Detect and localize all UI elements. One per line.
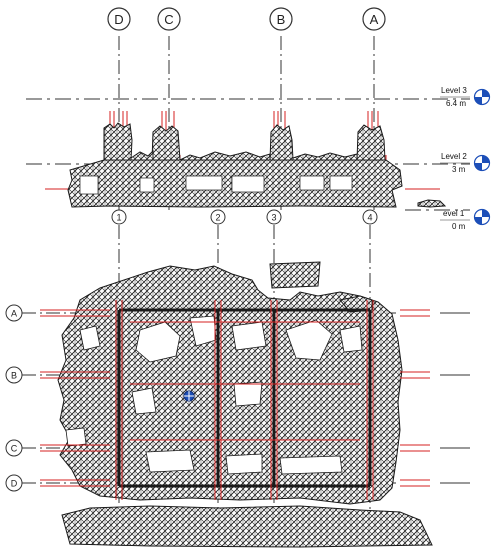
elevation-point-cloud [67,122,447,208]
plan-red-marks [40,300,430,500]
grid-bubble-icon: D [107,7,131,31]
grid-bubble-icon: 4 [362,209,378,225]
plan-column-label: 3 [271,213,276,223]
grid-bubble-icon: B [5,366,23,384]
level-elevation: 6.4 m [446,99,466,108]
elevation-grid-label: D [114,12,123,27]
level-markers: Level 3 6.4 m Level 2 3 m [440,86,491,231]
elevation-openings [79,175,353,195]
plan-row-label: A [11,309,17,319]
level-name: Level 2 [441,152,467,161]
level-elevation: 3 m [452,165,466,174]
elevation-grid-bubbles: D C B A [107,7,386,31]
grid-bubble-icon: 3 [266,209,282,225]
grid-bubble-icon: 2 [210,209,226,225]
level-elevation: 0 m [452,222,466,231]
plan-right-grid-stubs [440,312,470,484]
level-marker-icon [473,88,491,106]
plan-view: 1 2 3 4 A [5,209,470,548]
camera-marker-icon [183,390,195,402]
level-1-tag: evel 1 0 m [440,208,491,231]
level-name: evel 1 [443,209,465,218]
plan-column-bubbles: 1 2 3 4 [111,209,378,225]
elevation-view: D C B A Level 3 [26,7,491,231]
grid-bubble-icon: 1 [111,209,127,225]
grid-bubble-icon: A [362,7,386,31]
level-2-tag: Level 2 3 m [440,152,491,174]
grid-bubble-icon: D [5,474,23,492]
level-3-tag: Level 3 6.4 m [440,86,491,108]
elevation-grid-label: B [277,12,286,27]
grid-bubble-icon: C [157,7,181,31]
plan-column-label: 1 [116,213,121,223]
grid-bubble-icon: A [5,304,23,322]
grid-bubble-icon: C [5,439,23,457]
plan-column-label: 4 [367,213,372,223]
plan-row-label: C [11,444,18,454]
plan-row-label: D [11,479,18,489]
plan-row-label: B [11,371,17,381]
level-marker-icon [473,154,491,172]
elevation-grid-label: C [164,12,173,27]
grid-bubble-icon: B [269,7,293,31]
level-name: Level 3 [441,86,467,95]
elevation-grid-label: A [370,12,379,27]
plan-structure-frame [117,308,372,488]
plan-column-label: 2 [215,213,220,223]
level-marker-icon [473,208,491,226]
plan-row-bubbles: A B C D [5,304,23,492]
